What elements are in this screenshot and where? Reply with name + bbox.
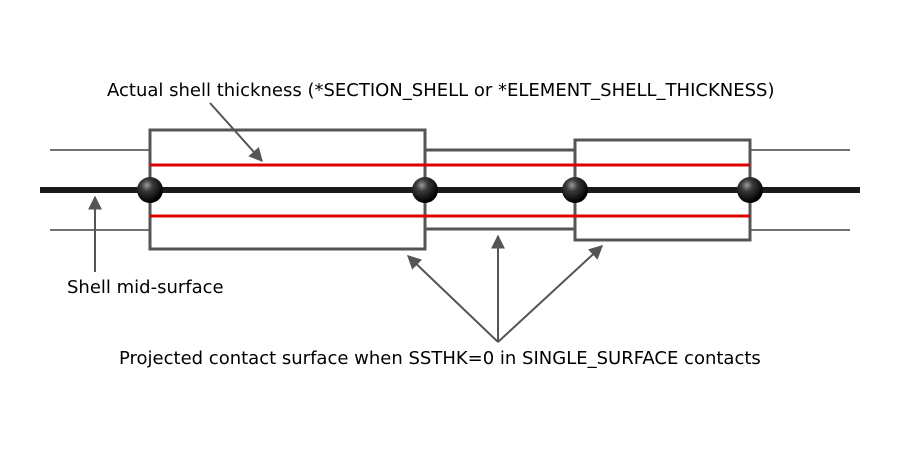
arrow-contact-right	[497, 245, 604, 343]
node-1	[137, 177, 163, 203]
arrow-actual-thickness	[209, 102, 263, 163]
shell-nodes	[137, 177, 763, 203]
actual-thickness-label: Actual shell thickness (*SECTION_SHELL o…	[107, 80, 774, 101]
mid-surface-label: Shell mid-surface	[67, 277, 224, 298]
annotation-arrows	[88, 102, 604, 343]
projected-contact-lines	[150, 163, 750, 218]
node-2	[412, 177, 438, 203]
node-3	[562, 177, 588, 203]
projected-contact-label: Projected contact surface when SSTHK=0 i…	[119, 348, 761, 369]
arrow-contact-left	[406, 255, 499, 343]
node-4	[737, 177, 763, 203]
thin-reference-lines	[50, 149, 850, 231]
